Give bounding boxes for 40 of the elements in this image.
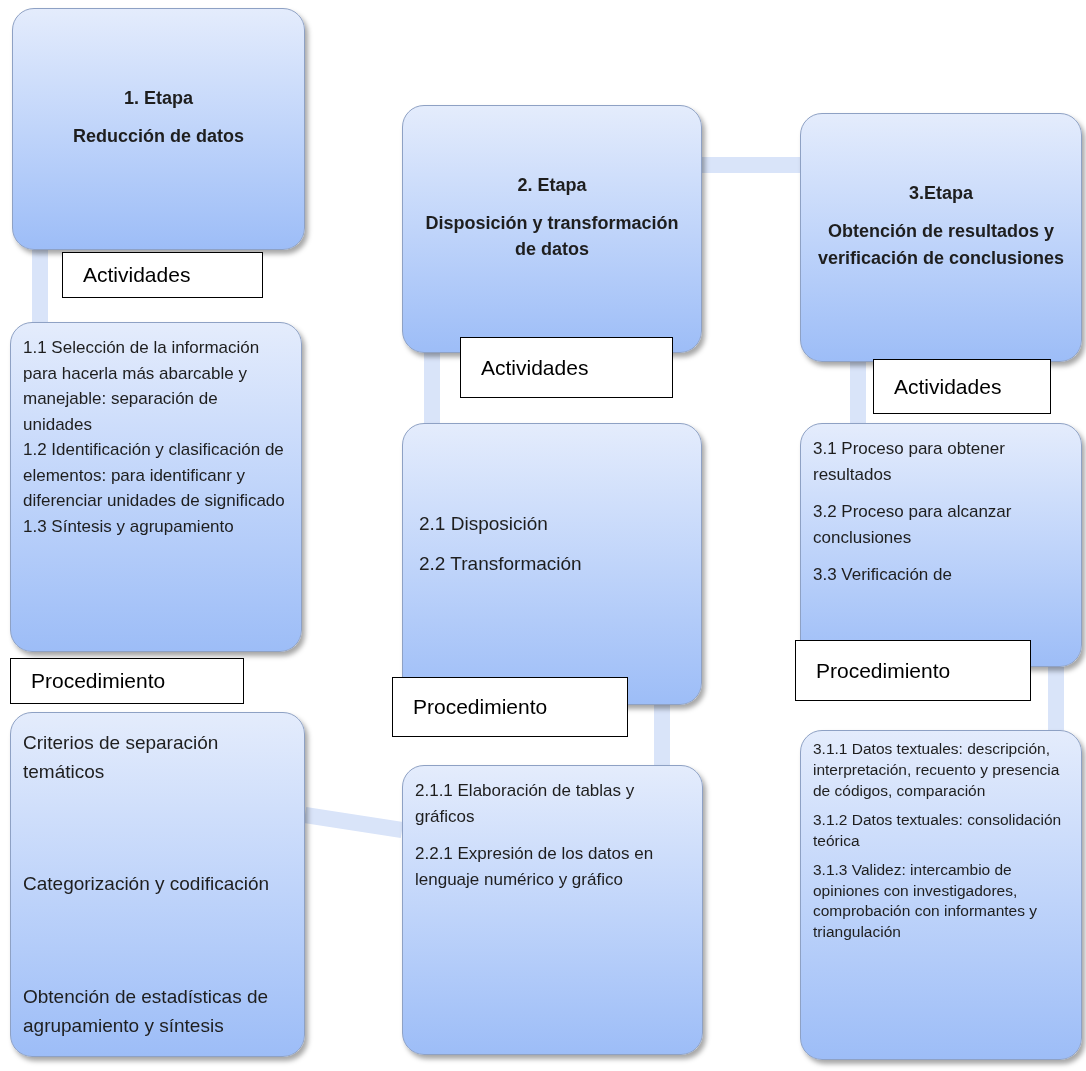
item-text: 3.2 Proceso para alcanzar conclusiones [813,501,1013,549]
item-text: Criterios de separación temáticos [23,731,220,784]
section-label: Actividades [873,359,1051,414]
connector-bar [303,807,404,838]
item-text: 1.3 Síntesis y agrupamiento [23,515,235,538]
item-text: Obtención de estadísticas de agrupamiento y síntesis [23,985,270,1038]
content-box [800,730,1082,1060]
stage-title: Obtención de resultados y verificación de conclusiones [816,220,1066,270]
item-text: Categorización y codificación [23,872,271,897]
section-label: Actividades [62,252,263,298]
item-text: 1.2 Identificación y clasificación de elementos: para identificanr y diferenciar unidades de significado [23,439,286,512]
content-box [402,765,703,1055]
section-label: Procedimiento [795,640,1031,701]
stage-box [402,105,702,353]
stage-title: Disposición y transformación de datos [424,211,680,262]
stage-title: 2. Etapa [517,173,587,197]
stage-title: 1. Etapa [124,86,193,110]
stage-title: 3.Etapa [909,182,973,206]
connector-bar [702,157,800,173]
item-text: 2.1.1 Elaboración de tablas y gráficos [415,780,636,828]
section-label: Procedimiento [10,658,244,704]
item-text: 2.1 Disposición [419,511,549,536]
item-text: 3.3 Verificación de [813,564,953,586]
item-text: 1.1 Selección de la información para hacerla más abarcable y manejable: separación de unidades [23,337,261,436]
content-box [10,712,305,1057]
item-text: 3.1 Proceso para obtener resultados [813,438,1006,486]
stage-box [12,8,305,250]
section-label: Procedimiento [392,677,628,737]
connector-bar [32,250,48,322]
connector-bar [424,353,440,423]
item-text: 2.2.1 Expresión de los datos en lenguaje numérico y gráfico [415,843,655,891]
connector-bar [850,362,866,423]
item-text: 3.1.3 Validez: intercambio de opiniones con investigadores, comprobación con informantes y triangulación [813,859,1038,943]
stage-box [800,113,1082,362]
item-text: 3.1.1 Datos textuales: descripción, interpretación, recuento y presencia de códigos, comparación [813,739,1061,801]
item-text: 3.1.2 Datos textuales: consolidación teórica [813,809,1063,851]
content-box [10,322,302,652]
item-text: 2.2 Transformación [419,552,583,576]
section-label: Actividades [460,337,673,398]
stage-title: Reducción de datos [73,125,244,148]
